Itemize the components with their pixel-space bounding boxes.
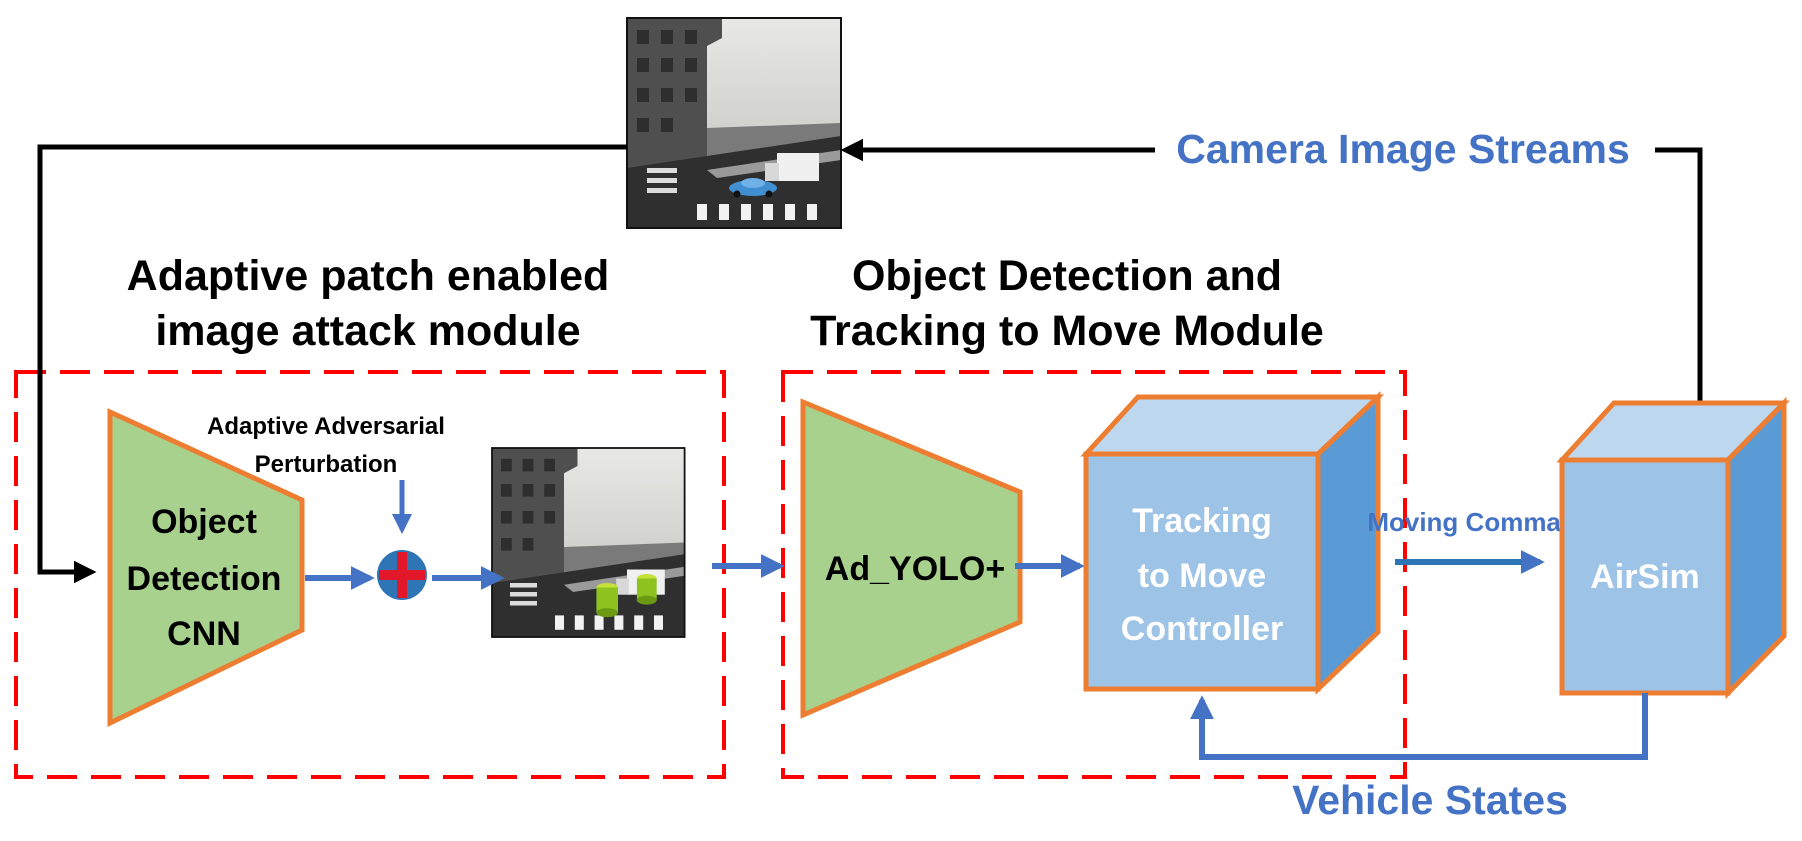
yolo-label: Ad_YOLO+ [825, 550, 1005, 588]
controller-cube [1080, 391, 1385, 695]
cnn-label-line2: Detection [127, 560, 282, 598]
attack-module-title-line1: Adaptive patch enabled [127, 252, 610, 300]
detection-module-title-line1: Object Detection and [852, 252, 1282, 300]
cnn-label-line3: CNN [167, 615, 241, 653]
vehicle-states-arrow [1190, 693, 1648, 760]
attack-module-box [14, 370, 726, 779]
perturbation-label-line1: Adaptive Adversarial [207, 413, 445, 440]
controller-label-line2: to Move [1138, 557, 1266, 595]
image-to-cnn-arrow [37, 144, 627, 584]
camera-stream-line [1655, 147, 1703, 406]
controller-label-line3: Controller [1121, 610, 1283, 648]
camera-frame-image [626, 17, 842, 229]
detection-module-title-line2: Tracking to Move Module [810, 307, 1324, 355]
camera-streams-label: Camera Image Streams [1176, 126, 1630, 172]
perturbed-image [491, 447, 686, 638]
object-detection-cnn-block [107, 408, 305, 727]
ad-yolo-block [800, 398, 1023, 719]
airsim-cube [1556, 396, 1790, 700]
airsim-label: AirSim [1590, 558, 1700, 596]
perturbation-label-line2: Perturbation [255, 451, 398, 478]
cnn-label-line1: Object [151, 503, 257, 541]
moving-command-label: Moving Command [1367, 507, 1592, 537]
vehicle-states-label: Vehicle States [1292, 777, 1568, 823]
controller-label-line1: Tracking [1132, 502, 1272, 540]
sum-node-icon [377, 550, 427, 600]
attack-module-title-line2: image attack module [155, 307, 580, 355]
